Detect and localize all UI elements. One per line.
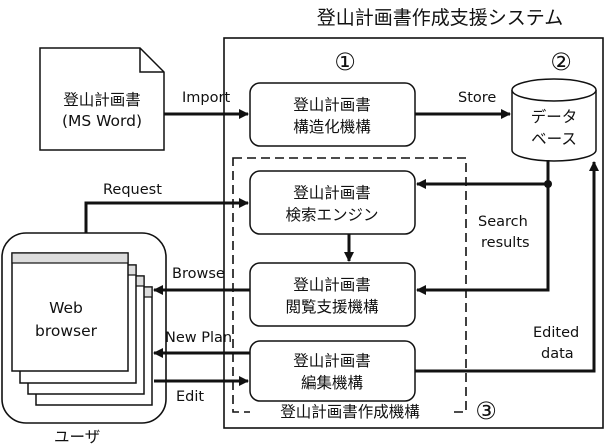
new-plan-label: New Plan	[165, 330, 232, 346]
structuring-module	[249, 82, 416, 147]
search-results-label-line2: results	[481, 235, 530, 251]
search-engine-module	[249, 170, 416, 235]
browse-module-line1: 登山計画書	[293, 276, 371, 294]
module-number-1: ①	[334, 48, 356, 76]
edited-data-arrow	[415, 161, 599, 373]
request-label: Request	[103, 182, 162, 198]
word-document-icon	[39, 47, 165, 151]
search-module-line2: 検索エンジン	[285, 206, 378, 224]
creation-group-label-background	[250, 402, 450, 422]
system-boundary	[223, 37, 604, 429]
edited-data-label-line1: Edited	[533, 325, 579, 341]
search-results-to-search-arrow	[416, 160, 550, 189]
database-label-line1: データ	[531, 107, 578, 126]
search-module-line1: 登山計画書	[293, 184, 371, 202]
edit-module-line2: 編集機構	[301, 374, 364, 392]
search-results-label-line1: Search	[478, 214, 528, 230]
structuring-module-line2: 構造化機構	[293, 118, 371, 136]
edit-label: Edit	[176, 389, 204, 405]
edited-data-label-line2: data	[541, 346, 574, 362]
request-arrow	[84, 198, 249, 233]
creation-group-label: 登山計画書作成機構	[280, 403, 420, 421]
browser-label-line2: browser	[35, 322, 98, 340]
edit-module	[249, 340, 416, 402]
edit-module-line1: 登山計画書	[293, 352, 371, 370]
database-icon	[511, 78, 597, 162]
browse-label: Browse	[172, 266, 225, 282]
store-label: Store	[458, 90, 496, 106]
module-number-3: ③	[475, 397, 497, 425]
system-title: 登山計画書作成支援システム	[317, 7, 563, 29]
import-label: Import	[182, 90, 230, 106]
structuring-module-line1: 登山計画書	[293, 96, 371, 114]
web-browser-icon	[1, 232, 167, 424]
browse-support-module	[249, 262, 416, 327]
browse-module-line2: 閲覧支援機構	[285, 298, 379, 316]
user-label: ユーザ	[54, 428, 100, 446]
document-format: (MS Word)	[62, 112, 142, 130]
search-results-junction	[544, 180, 552, 188]
database-label-line2: ベース	[531, 130, 577, 148]
document-label: 登山計画書	[63, 91, 141, 109]
search-results-to-browse-arrow	[416, 184, 550, 295]
browser-label-line1: Web	[49, 299, 83, 317]
module-number-2: ②	[550, 48, 572, 76]
